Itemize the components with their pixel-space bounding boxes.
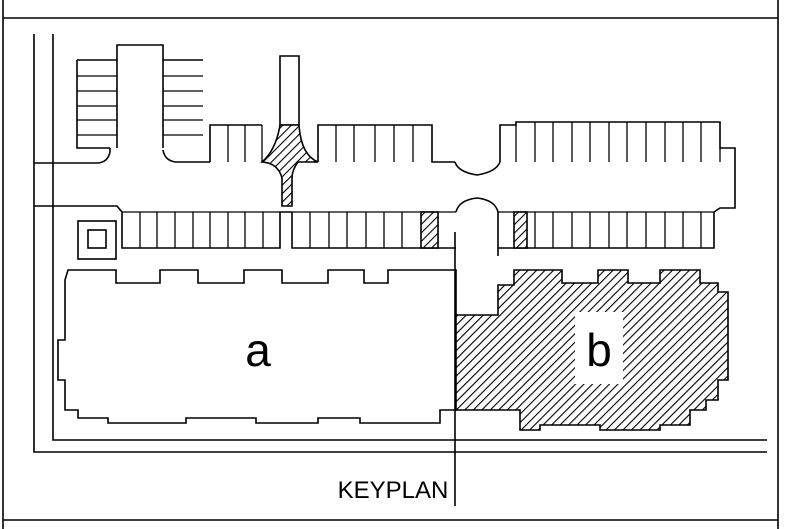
square-structure [77, 220, 117, 260]
building-a-outline [57, 269, 457, 424]
entry-drives [34, 151, 123, 213]
keyplan-caption: KEYPLAN [338, 477, 449, 504]
site-boundary [33, 34, 767, 453]
hatched-crosswalk [420, 211, 439, 249]
lower-parking-row [121, 197, 715, 256]
building-a-label: a [245, 324, 271, 376]
building-b-label: b [586, 324, 612, 376]
building-b-label-patch [575, 312, 623, 384]
upper-parking-row [209, 121, 736, 213]
northwest-parking [76, 44, 210, 163]
hatched-crosswalk [513, 211, 528, 249]
north-walkway [259, 55, 319, 207]
